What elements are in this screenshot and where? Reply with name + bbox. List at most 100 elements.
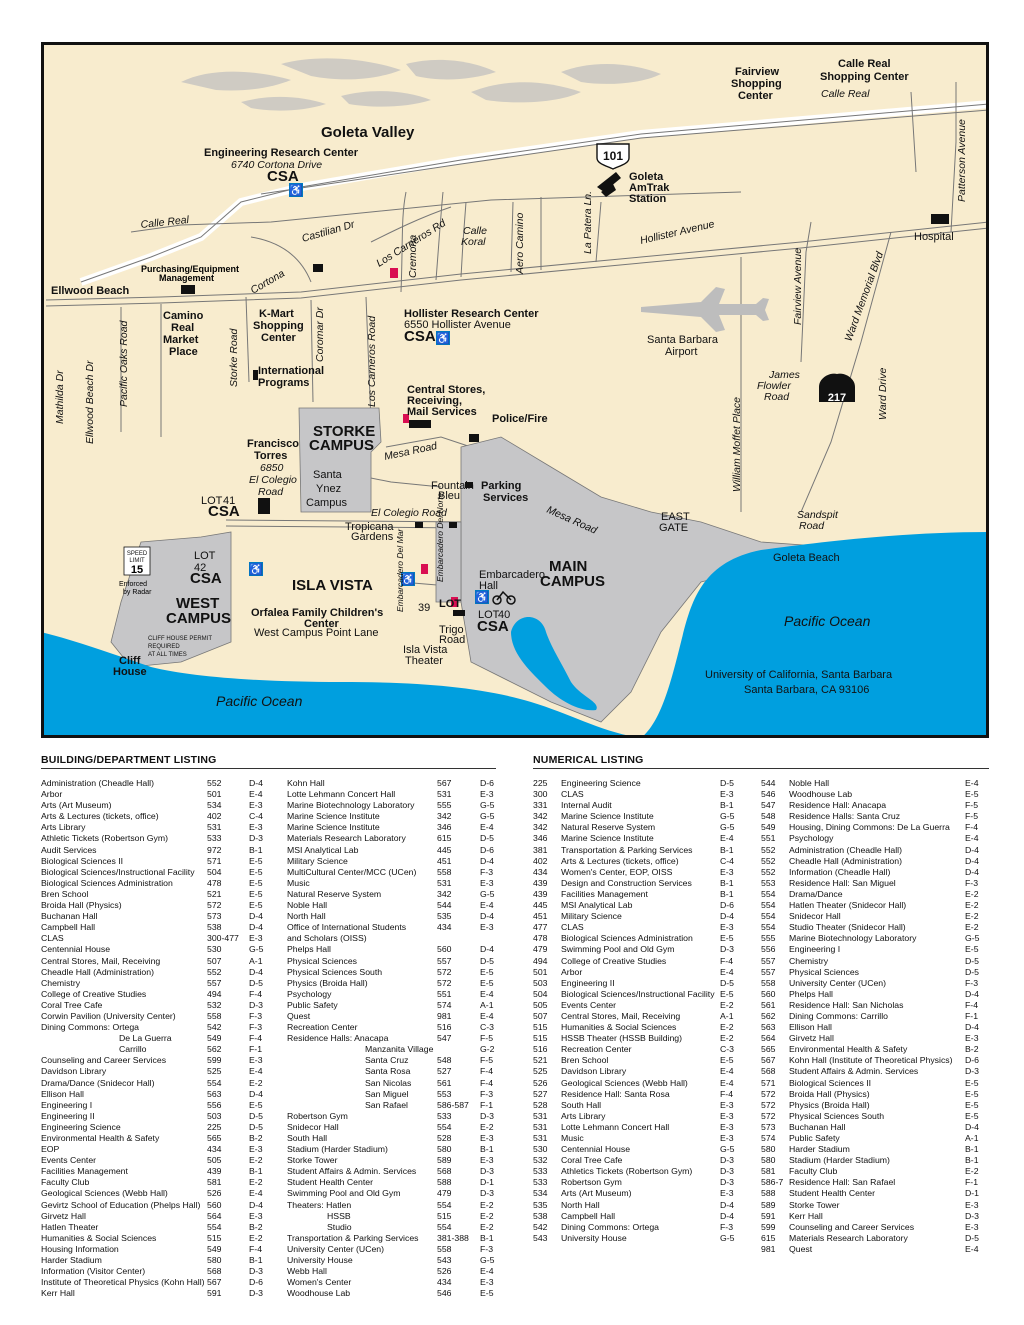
numerical-grid: E-3 bbox=[720, 922, 734, 933]
building-name: Santa Rosa bbox=[365, 1066, 411, 1077]
building-grid: D-3 bbox=[480, 1188, 494, 1199]
building-name: Noble Hall bbox=[287, 900, 328, 911]
speed-5: by Radar bbox=[123, 589, 152, 596]
lagoon bbox=[511, 617, 597, 711]
building-number: 581 bbox=[207, 1177, 222, 1188]
numerical-number: 507 bbox=[533, 1010, 548, 1021]
numerical-name: Studio Theater (Snidecor Hall) bbox=[789, 922, 906, 933]
building-name: CLAS bbox=[41, 933, 64, 944]
francisco-torres-4: El Colegio bbox=[249, 474, 297, 486]
numerical-grid: E-3 bbox=[720, 789, 734, 800]
building-name: Ellison Hall bbox=[41, 1088, 84, 1099]
numerical-name: Kohn Hall (Institute of Theoretical Phys… bbox=[789, 1055, 953, 1066]
building-name: Kohn Hall bbox=[287, 778, 325, 788]
building-name: HSSB bbox=[327, 1210, 351, 1221]
numerical-name: Noble Hall bbox=[789, 778, 830, 788]
numerical-number: 530 bbox=[533, 1144, 548, 1155]
numerical-name: Student Affairs & Admin. Services bbox=[789, 1066, 919, 1077]
building-name: Engineering II bbox=[41, 1110, 95, 1121]
building-grid: E-3 bbox=[249, 1144, 263, 1155]
numerical-grid: E-3 bbox=[965, 1221, 979, 1232]
building-name: Arbor bbox=[41, 789, 63, 800]
airplane-icon bbox=[641, 287, 769, 332]
speed-1: SPEED bbox=[127, 551, 148, 557]
building-name: Phelps Hall bbox=[287, 944, 331, 955]
airport-1: Santa Barbara bbox=[647, 334, 719, 346]
building-name: Swimming Pool and Old Gym bbox=[287, 1188, 401, 1199]
building-grid: B-2 bbox=[249, 1133, 263, 1143]
building-grid: F-4 bbox=[249, 1033, 263, 1044]
numerical-name: Cheadle Hall (Administration) bbox=[789, 855, 902, 866]
numerical-number: 543 bbox=[533, 1232, 548, 1243]
building-name: Geological Sciences (Webb Hall) bbox=[41, 1188, 168, 1199]
building-name: Arts (Art Museum) bbox=[41, 800, 112, 811]
building-grid: E-3 bbox=[249, 1055, 263, 1066]
building-name: Athletic Tickets (Robertson Gym) bbox=[41, 833, 168, 844]
cliff-house-2: House bbox=[113, 666, 147, 678]
lot42-csa: CSA bbox=[190, 570, 222, 587]
ellwood-beach-label: Ellwood Beach bbox=[51, 285, 130, 297]
camino-real-3: Market bbox=[163, 334, 199, 346]
central-stores-2: Receiving, bbox=[407, 395, 462, 407]
numerical-number: 503 bbox=[533, 977, 548, 988]
numerical-grid: D-3 bbox=[720, 944, 734, 955]
numerical-name: Arts (Art Museum) bbox=[561, 1188, 632, 1199]
building-name: Environmental Health & Safety bbox=[41, 1133, 160, 1143]
building-number: 528 bbox=[437, 1133, 452, 1143]
francisco-torres-1: Francisco bbox=[247, 438, 299, 450]
building-list-item: Gevirtz School of Education (Phelps Hall… bbox=[41, 1200, 273, 1211]
numerical-name: Engineering Science bbox=[561, 778, 641, 788]
building-number: 346 bbox=[437, 822, 452, 833]
numerical-number: 505 bbox=[533, 999, 548, 1010]
building-name: Studio bbox=[327, 1221, 352, 1232]
numerical-number: 591 bbox=[761, 1210, 776, 1221]
building-grid: D-4 bbox=[249, 1088, 263, 1099]
numerical-number: 580 bbox=[761, 1155, 776, 1166]
building-grid: E-5 bbox=[249, 1099, 263, 1110]
calle-real-center-2: Shopping Center bbox=[820, 71, 909, 83]
main-campus-1: MAIN bbox=[549, 558, 587, 575]
building-number: 445 bbox=[437, 844, 452, 855]
camino-real-4: Place bbox=[169, 346, 198, 358]
building-grid: E-5 bbox=[249, 877, 263, 888]
numerical-number: 516 bbox=[533, 1044, 548, 1055]
numerical-grid: D-5 bbox=[965, 1232, 979, 1243]
numerical-name: Residence Hall: San Rafael bbox=[789, 1177, 896, 1188]
building-name: Quest bbox=[287, 1010, 311, 1021]
numerical-number: 451 bbox=[533, 911, 548, 922]
numerical-grid: D-6 bbox=[720, 900, 734, 911]
building-name: Natural Reserve System bbox=[287, 888, 382, 899]
building-number: 434 bbox=[207, 1144, 222, 1155]
numerical-grid: D-3 bbox=[720, 1177, 734, 1188]
building-grid: B-1 bbox=[249, 1166, 263, 1177]
numerical-grid: E-4 bbox=[965, 833, 979, 844]
numerical-number: 521 bbox=[533, 1055, 548, 1066]
lot40-csa: CSA bbox=[477, 618, 509, 635]
building-name: Housing Information bbox=[41, 1243, 119, 1254]
kmart-2: Shopping bbox=[253, 320, 304, 332]
